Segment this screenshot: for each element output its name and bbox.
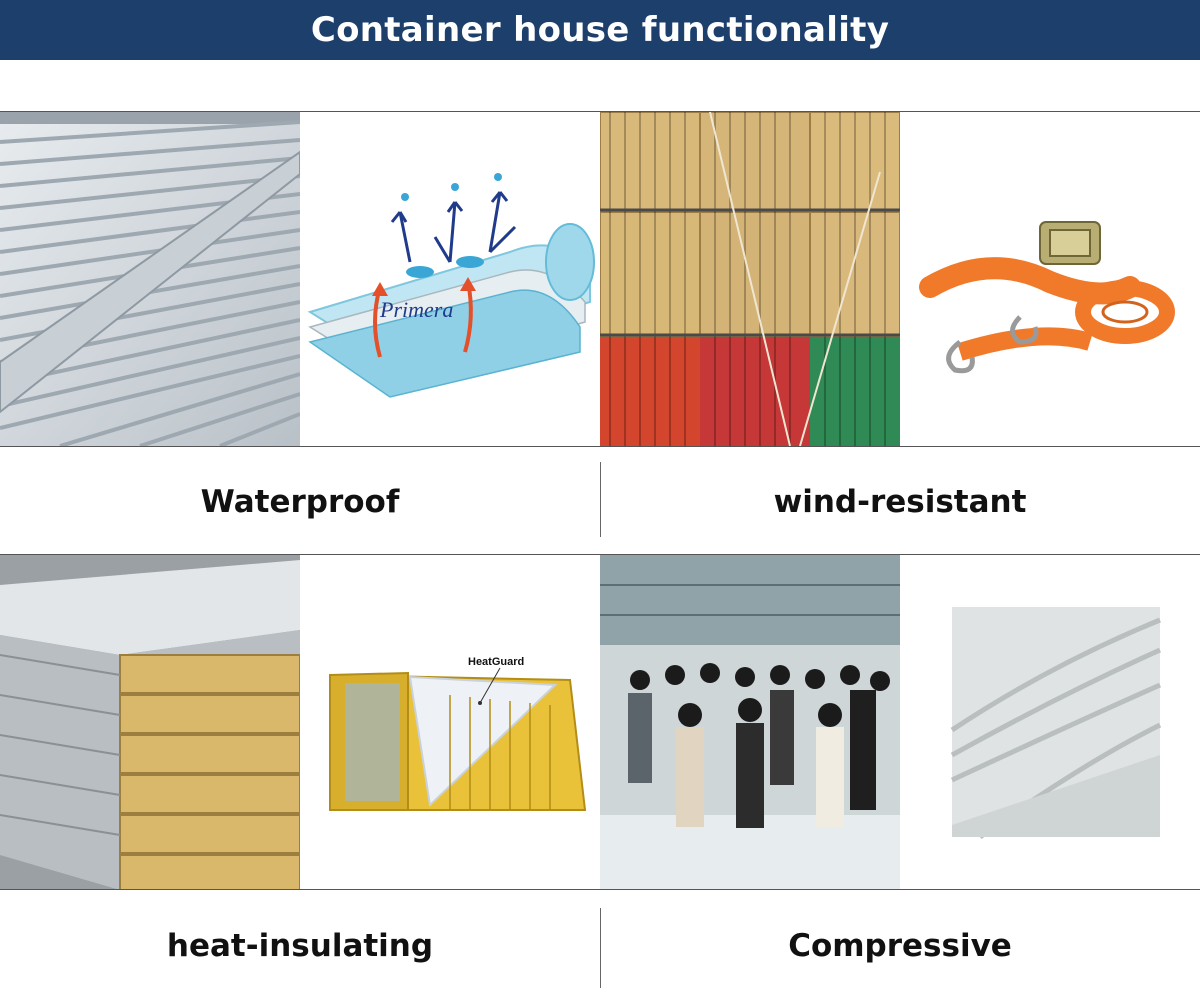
sandwich-panel-photo: [0, 555, 300, 890]
compression-test-photo: [600, 555, 900, 890]
roof-photo: [0, 112, 300, 446]
ratchet-strap-image: [900, 112, 1200, 446]
membrane-diagram: Primera: [300, 112, 600, 446]
row2-divider-top: [0, 554, 1200, 555]
heatguard-callout: HeatGuard: [468, 656, 524, 668]
label-divider: [600, 462, 601, 537]
feature-label-waterproof: Waterproof: [200, 484, 400, 520]
primera-brand: Primera: [379, 297, 453, 322]
title-banner: Container house functionality: [0, 0, 1200, 60]
row-divider-bottom: [0, 446, 1200, 447]
feature-label-heat-insulating: heat-insulating: [166, 928, 434, 964]
feature-label-wind-resistant: wind-resistant: [773, 484, 1027, 520]
insulated-container-image: HeatGuard: [300, 555, 600, 890]
container-stack-photo: [600, 112, 900, 446]
label-divider-2: [600, 908, 601, 988]
page-title: Container house functionality: [310, 10, 890, 50]
feature-label-compressive: Compressive: [788, 928, 1012, 964]
row-divider-top: [0, 111, 1200, 112]
pressed-panel-image: [900, 555, 1200, 890]
row2-divider-bottom: [0, 889, 1200, 890]
